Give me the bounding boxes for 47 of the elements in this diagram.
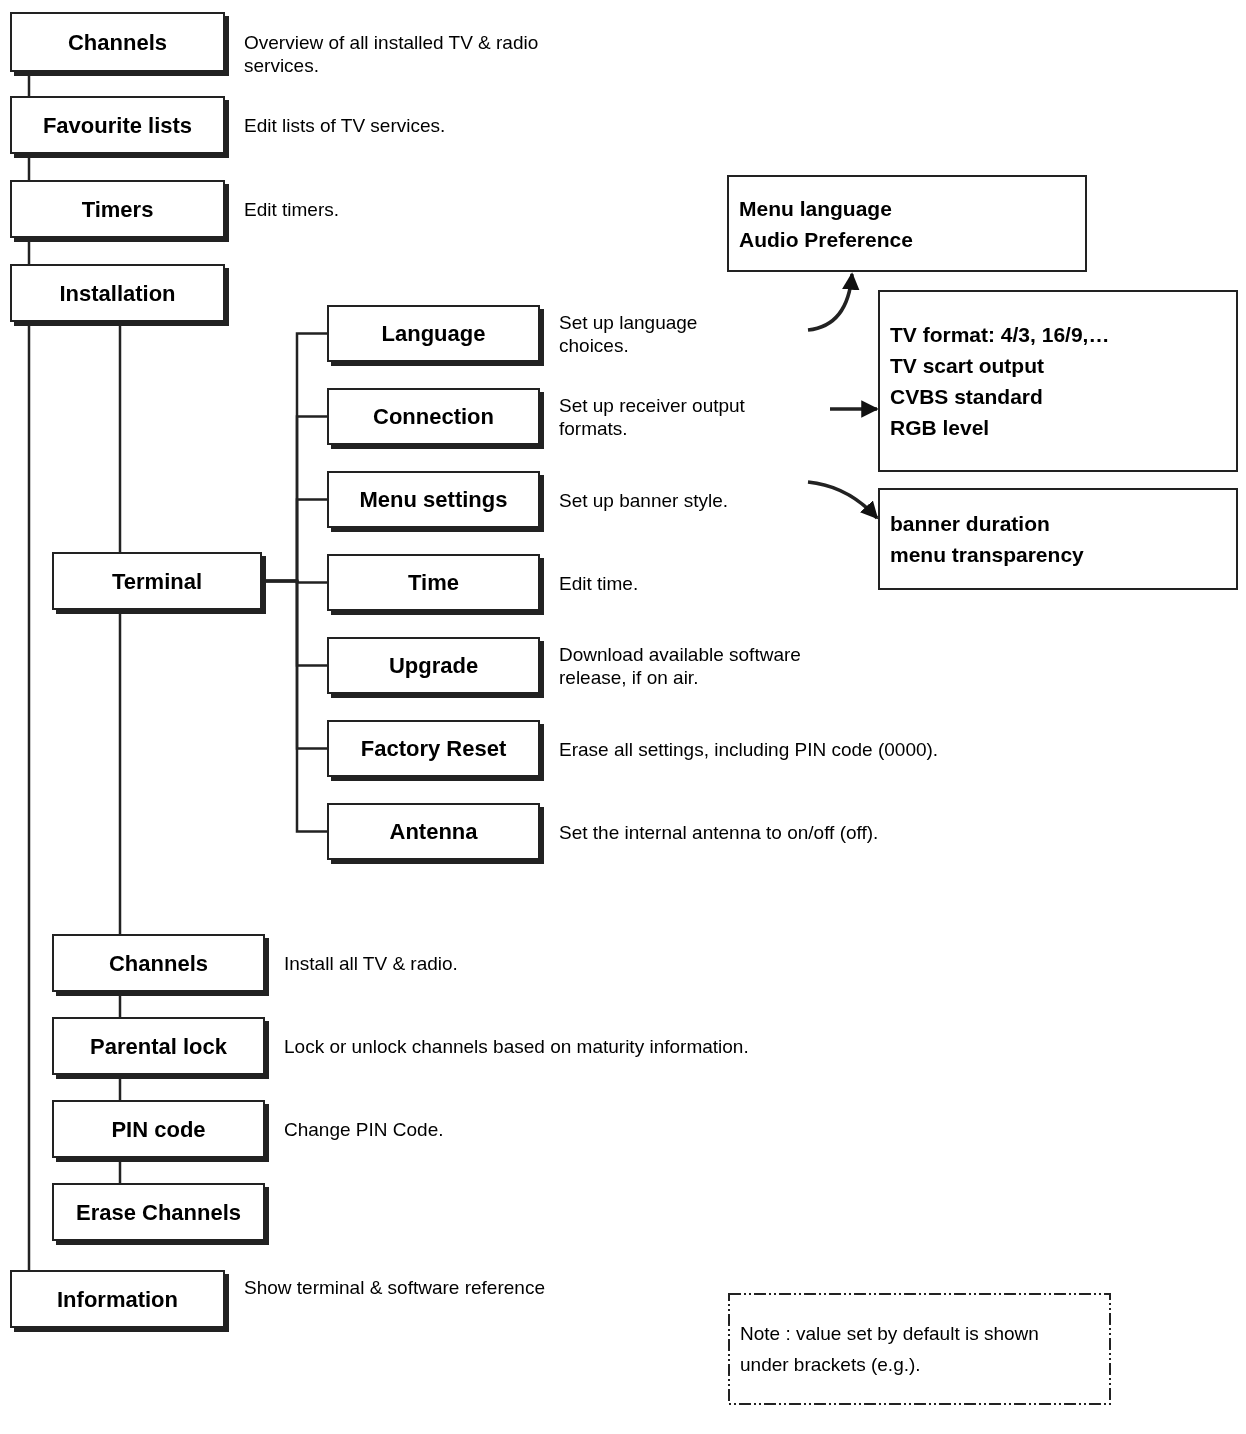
option-text: Audio Preference: [739, 226, 914, 253]
description-text: Edit timers.: [244, 198, 341, 221]
option-text: TV format: 4/3, 16/9,…: [890, 322, 1111, 348]
menu-label: Terminal: [111, 567, 203, 596]
description-text: Change PIN Code.: [284, 1118, 445, 1141]
menu-label: Erase Channels: [75, 1198, 242, 1227]
description-text: Set up receiver output formats.: [559, 393, 746, 440]
description-text: Download available software release, if on air.: [559, 642, 802, 689]
option-text: TV scart output: [890, 353, 1045, 379]
option-text: banner duration: [890, 511, 1051, 537]
menu-label: Favourite lists: [42, 111, 193, 140]
menu-label: Factory Reset: [360, 735, 507, 763]
option-text: menu transparency: [890, 542, 1085, 568]
description-text: Show terminal & software reference: [244, 1276, 546, 1299]
description-text: Erase all settings, including PIN code (0000).: [559, 737, 940, 761]
option-text: RGB level: [890, 415, 991, 441]
option-text: CVBS standard: [890, 384, 1044, 410]
menu-label: PIN code: [111, 1115, 206, 1144]
option-text: Menu language: [739, 195, 893, 222]
arrow: [830, 400, 879, 418]
options-box: [878, 290, 1238, 472]
note-text: Note : value set by default is shown under brackets (e.g.).: [740, 1322, 1040, 1377]
menu-label: Connection: [373, 403, 494, 431]
menu-label: Antenna: [389, 818, 478, 846]
menu-label: Upgrade: [388, 652, 479, 680]
arrow: [807, 480, 879, 520]
note-box: [728, 1293, 1111, 1405]
description-text: Set the internal antenna to on/off (off).: [559, 820, 880, 844]
description-text: Set up banner style.: [559, 488, 729, 512]
description-text: Set up language choices.: [559, 310, 699, 357]
arrow: [807, 272, 859, 332]
menu-label: Language: [381, 320, 486, 348]
menu-label: Channels: [68, 28, 167, 57]
description-text: Install all TV & radio.: [284, 952, 459, 975]
menu-label: Parental lock: [90, 1032, 227, 1061]
menu-label: Installation: [59, 279, 176, 308]
menu-label: Information: [57, 1285, 178, 1314]
options-box: [727, 175, 1087, 272]
menu-label: Channels: [109, 949, 208, 978]
description-text: Lock or unlock channels based on maturity information.: [284, 1035, 750, 1058]
menu-label: Menu settings: [359, 486, 508, 514]
menu-label: Time: [408, 569, 459, 597]
menu-label: Timers: [81, 195, 154, 224]
description-text: Edit lists of TV services.: [244, 114, 447, 137]
options-box: [878, 488, 1238, 590]
description-text: Overview of all installed TV & radio services.: [244, 31, 540, 77]
description-text: Edit time.: [559, 571, 640, 595]
